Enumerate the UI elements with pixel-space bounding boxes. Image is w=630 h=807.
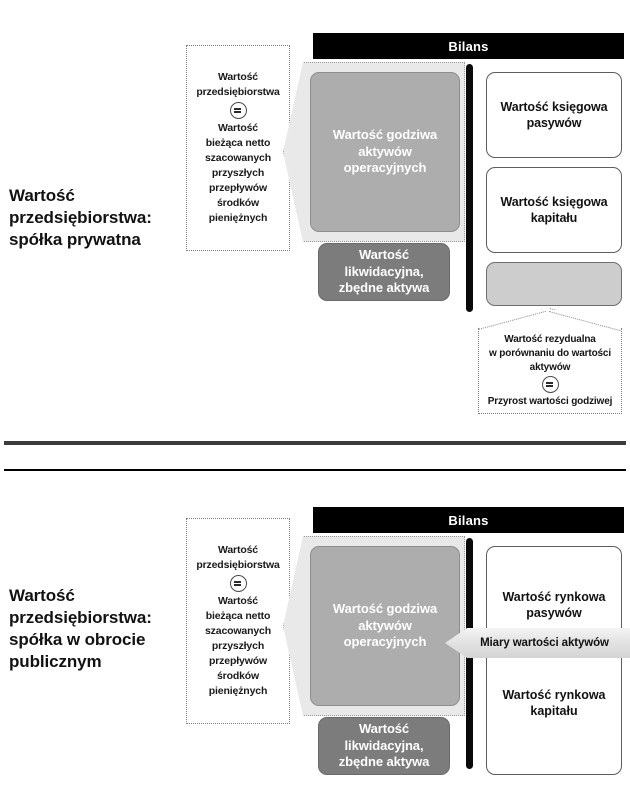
row-title-line: przedsiębiorstwa: <box>9 608 152 628</box>
box-label: Wartość godziwa aktywów operacyjnych <box>333 127 437 178</box>
circled-equals-icon <box>229 102 247 120</box>
dcf-line: szacowanych <box>204 625 272 638</box>
row-title-line: spółka w obrocie <box>9 630 146 650</box>
balance-sheet-header-label: Bilans <box>448 38 489 54</box>
banner-label: Miary wartości aktywów <box>480 637 609 649</box>
callout-line: aktywów <box>529 361 571 373</box>
asset-value-measures-banner: Miary wartości aktywów <box>445 628 630 658</box>
box-label: Wartość księgowa pasywów <box>501 99 608 132</box>
dcf-line: pieniężnych <box>208 211 268 224</box>
dcf-line: szacowanych <box>204 152 272 165</box>
box-label-line: likwidacyjna, <box>344 737 424 753</box>
row-title-line: publicznym <box>9 652 102 672</box>
box-label-line: Wartość godziwa <box>332 600 438 616</box>
box-liquidation-value-public: Wartość likwidacyjna, zbędne aktywa <box>318 717 450 775</box>
dcf-line: Wartość <box>218 71 258 84</box>
callout-line: Wartość rezydualna <box>504 333 596 345</box>
row-title-line: spółka prywatna <box>9 230 141 250</box>
box-market-values-public: Wartość rynkowa pasywów Wartość rynkowa … <box>486 546 622 775</box>
dcf-line: bieżąca netto <box>205 610 271 623</box>
dcf-line: Wartość <box>218 122 258 135</box>
circled-equals-icon <box>541 376 559 394</box>
dcf-definition-box-public: Wartość przedsiębiorstwa Wartość bieżąca… <box>186 518 290 724</box>
box-label-line: operacyjnych <box>343 160 427 176</box>
box-label: Wartość likwidacyjna, zbędne aktywa <box>338 720 430 772</box>
dcf-line: środków <box>216 196 260 209</box>
box-label-line: Wartość księgowa <box>500 194 608 209</box>
dcf-line: przedsiębiorstwa <box>196 86 280 99</box>
dcf-line: Wartość <box>218 544 258 557</box>
section-divider-thin <box>4 469 626 471</box>
box-fair-value-operating-assets-private: Wartość godziwa aktywów operacyjnych <box>310 72 460 232</box>
box-label-line: Wartość <box>358 246 410 262</box>
panel-public-company: Wartość przedsiębiorstwa: spółka w obroc… <box>0 470 630 807</box>
circled-equals-icon <box>229 575 247 593</box>
panel-private-company: Wartość przedsiębiorstwa: spółka prywatn… <box>9 33 624 414</box>
dcf-line: środków <box>216 669 260 682</box>
box-label-line: zbędne aktywa <box>338 754 430 770</box>
row-title-line: Wartość <box>9 186 75 205</box>
box-label: Wartość księgowa kapitału <box>501 194 608 227</box>
box-label-market-equity: Wartość rynkowa kapitału <box>487 687 621 720</box>
box-fair-value-operating-assets-public: Wartość godziwa aktywów operacyjnych <box>310 546 460 706</box>
box-label-line: likwidacyjna, <box>344 263 424 279</box>
box-label-line: Wartość rynkowa <box>502 688 606 702</box>
box-book-value-equity: Wartość księgowa kapitału <box>486 167 622 253</box>
box-label-line: operacyjnych <box>343 634 427 650</box>
box-label-line: aktywów <box>358 143 412 159</box>
dcf-definition-box-private: Wartość przedsiębiorstwa Wartość bieżąca… <box>186 45 290 251</box>
box-book-value-liabilities: Wartość księgowa pasywów <box>486 72 622 158</box>
box-label-line: aktywów <box>358 617 412 633</box>
box-label-line: Wartość rynkowa <box>502 590 606 604</box>
row-title-private-company: Wartość przedsiębiorstwa: spółka prywatn… <box>9 185 189 251</box>
box-label: Wartość likwidacyjna, zbędne aktywa <box>338 246 430 298</box>
dcf-line: przepływów <box>208 654 267 667</box>
box-residual-block <box>486 262 622 306</box>
box-label-line: Wartość godziwa <box>332 126 438 142</box>
box-label-line: Wartość <box>358 720 410 736</box>
box-liquidation-value-private: Wartość likwidacyjna, zbędne aktywa <box>318 243 450 301</box>
balance-sheet-header-label: Bilans <box>448 512 489 528</box>
dcf-line: Wartość <box>218 595 258 608</box>
row-title-public-company: Wartość przedsiębiorstwa: spółka w obroc… <box>9 585 194 673</box>
residual-value-callout: Wartość rezydualna w porównaniu do warto… <box>478 328 622 414</box>
dcf-line: pieniężnych <box>208 684 268 697</box>
box-label-line: kapitału <box>530 211 578 225</box>
dcf-line: bieżąca netto <box>205 137 271 150</box>
box-label-line: kapitału <box>530 704 578 719</box>
dcf-line: przepływów <box>208 181 267 194</box>
callout-peak-mask <box>479 310 621 330</box>
dcf-line: przyszłych <box>211 166 265 179</box>
callout-line: Przyrost wartości godziwej <box>487 396 613 408</box>
row-title-line: przedsiębiorstwa: <box>9 208 152 228</box>
dcf-line: przyszłych <box>211 639 265 652</box>
box-label-line: zbędne aktywa <box>338 280 430 296</box>
box-label-market-liabilities: Wartość rynkowa pasywów <box>487 589 621 622</box>
box-label-line: pasywów <box>526 606 582 621</box>
box-label-line: Wartość księgowa <box>500 99 608 114</box>
balance-sheet-vertical-divider <box>466 64 473 312</box>
box-label-line: pasywów <box>526 116 582 130</box>
balance-sheet-header-public: Bilans <box>313 507 624 533</box>
dcf-line: przedsiębiorstwa <box>196 559 280 572</box>
row-title-line: Wartość <box>9 586 75 605</box>
callout-line: w porównaniu do wartości <box>489 347 611 359</box>
box-label: Wartość godziwa aktywów operacyjnych <box>333 601 437 652</box>
balance-sheet-header-private: Bilans <box>313 33 624 59</box>
section-divider-thick <box>4 441 626 445</box>
